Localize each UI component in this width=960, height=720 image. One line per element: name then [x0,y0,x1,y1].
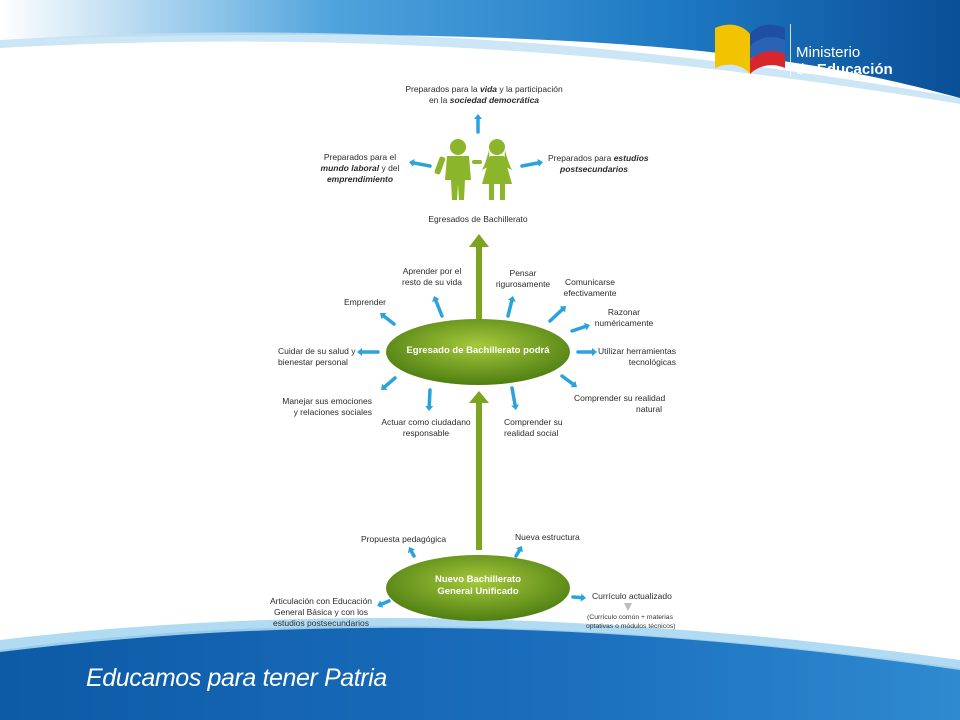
arrow-realidad-social [510,386,520,410]
outcome-arrows [357,114,597,608]
header-band [0,0,960,104]
footer-band [0,617,960,720]
outcome-laboral: Preparados para el mundo laboral y del e… [320,152,400,184]
main-stems [469,234,489,550]
graduates-caption: Egresados de Bachillerato [428,214,528,224]
arrow-estructura [514,546,523,558]
feature-articulacion: Articulación con Educación General Básic… [269,596,373,628]
bottom-ellipse-label: Nuevo Bachillerato General Unificado [434,574,522,597]
center-ellipse-label: Egresado de Bachillerato podrá [406,345,550,356]
arrow-emprender [380,312,396,326]
arrow-vida [474,114,482,134]
arrow-comunicarse [548,306,566,323]
arrow-emociones [381,376,397,390]
arrow-aprender [432,296,444,318]
arrow-estudios [520,159,543,168]
arrow-propuesta [407,547,416,558]
feature-curriculo: Currículo actualizado [592,591,672,601]
brand-line2: de Educación [796,61,893,78]
center-ellipse [386,319,570,385]
boy-figure-icon [434,139,471,200]
arrow-realidad-natural [560,374,577,388]
arrow-articulacion [377,599,391,608]
arrow-salud [357,348,380,356]
arrow-laboral [409,159,432,168]
arrow-ciudadano [425,388,434,411]
feature-curriculo-note: (Currículo común + materias optativas o … [586,614,676,630]
arrow-curriculo [571,593,586,602]
brand-name: Ministerio de Educación [796,44,893,78]
arrow-pensar [506,296,516,318]
feature-estructura: Nueva estructura [515,532,580,542]
down-arrow-icon [624,603,632,611]
girl-figure-icon [472,139,512,200]
feature-propuesta: Propuesta pedagógica [361,534,447,544]
skill-emprender: Emprender [343,297,387,307]
outcome-estudios: Preparados para estudios postsecundarios [548,153,649,174]
footer-slogan: Educamos para tener Patria [86,664,387,692]
outcome-vida: Preparados para la vida y la participaci… [405,84,563,105]
arrow-razonar [570,322,590,333]
brand-line1: Ministerio [796,44,861,61]
ministry-logo-icon [715,24,791,76]
arrow-herramientas [576,348,597,356]
bottom-ellipse [386,555,570,621]
